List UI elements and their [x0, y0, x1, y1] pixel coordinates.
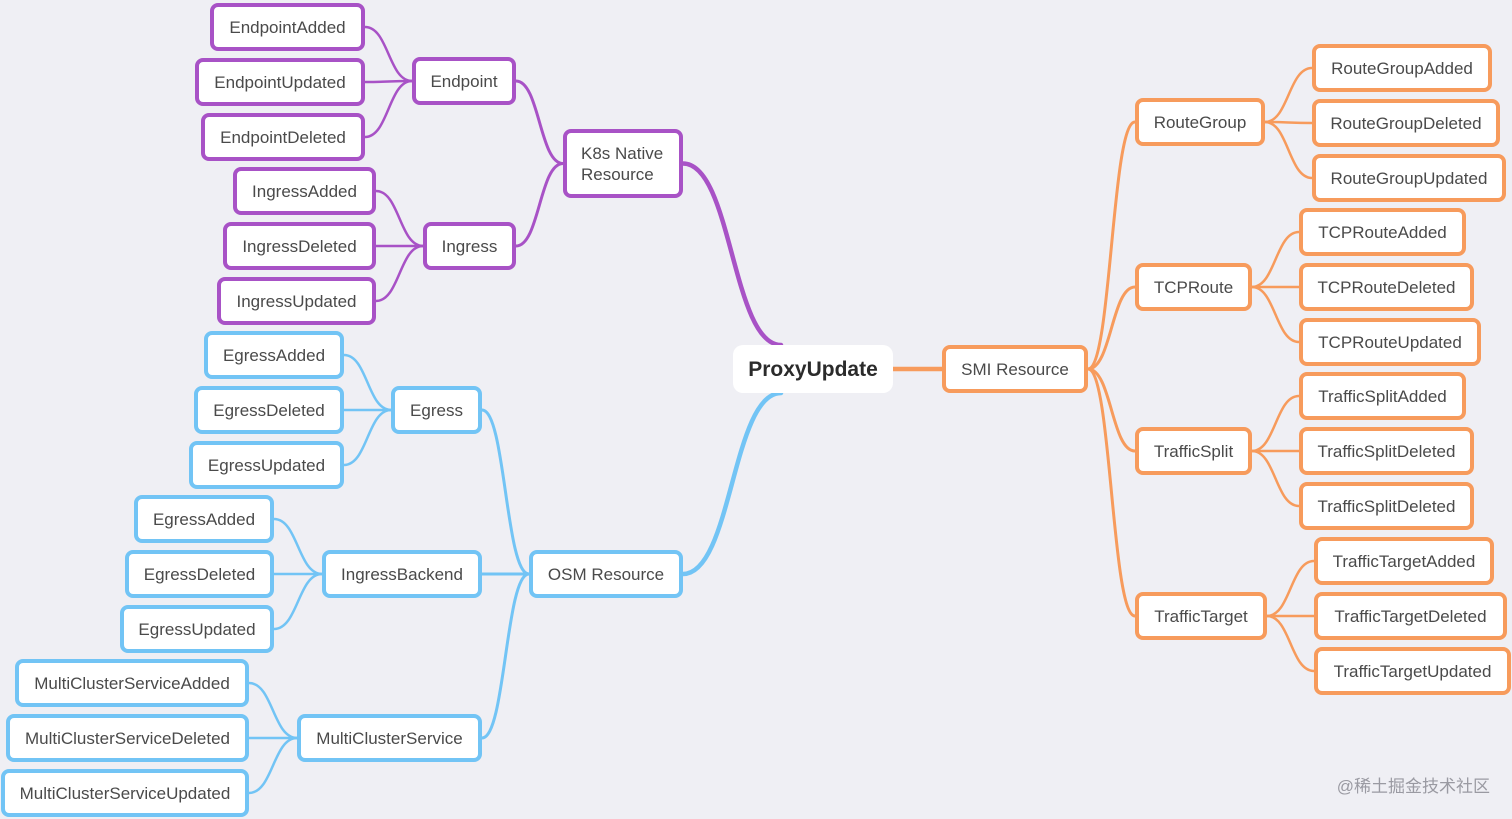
- node-multiclusterservice-updated[interactable]: MultiClusterServiceUpdated: [1, 769, 249, 817]
- node-traffictarget-deleted[interactable]: TrafficTargetDeleted: [1314, 592, 1507, 640]
- node-ingress[interactable]: Ingress: [423, 222, 516, 270]
- connector-node-egress-added: [342, 353, 393, 412]
- node-traffictarget[interactable]: TrafficTarget: [1135, 592, 1267, 640]
- node-multiclusterservice[interactable]: MultiClusterService: [297, 714, 482, 762]
- node-tcproute[interactable]: TCPRoute: [1135, 263, 1252, 311]
- node-egress-updated[interactable]: EgressUpdated: [189, 441, 344, 489]
- connector-node-routegroup-added: [1263, 66, 1314, 124]
- node-ingressbackend-egress-deleted[interactable]: EgressDeleted: [125, 550, 274, 598]
- node-multiclusterservice-deleted[interactable]: MultiClusterServiceDeleted: [6, 714, 249, 762]
- node-ingressbackend-egress-updated[interactable]: EgressUpdated: [120, 605, 274, 653]
- node-endpoint-updated[interactable]: EndpointUpdated: [195, 58, 365, 106]
- connector-node-ingress-added: [374, 189, 425, 248]
- node-tcproute-deleted[interactable]: TCPRouteDeleted: [1299, 263, 1474, 311]
- node-osm-resource[interactable]: OSM Resource: [529, 550, 683, 598]
- node-ingress-deleted[interactable]: IngressDeleted: [223, 222, 376, 270]
- connector-node-ingressbackend-egress-added: [272, 517, 324, 576]
- node-traffictarget-updated[interactable]: TrafficTargetUpdated: [1314, 647, 1511, 695]
- connector-node-egress-updated: [342, 408, 393, 467]
- node-smi-resource[interactable]: SMI Resource: [942, 345, 1088, 393]
- connector-node-trafficsplit: [1086, 367, 1137, 453]
- node-trafficsplit-deleted-1[interactable]: TrafficSplitDeleted: [1299, 427, 1474, 475]
- node-multiclusterservice-added[interactable]: MultiClusterServiceAdded: [15, 659, 249, 707]
- connector-node-trafficsplit-added: [1250, 394, 1301, 453]
- connector-node-multiclusterservice: [480, 572, 531, 740]
- connector-node-trafficsplit-deleted-2: [1250, 449, 1301, 508]
- node-routegroup-deleted[interactable]: RouteGroupDeleted: [1312, 99, 1500, 147]
- watermark: @稀土掘金技术社区: [1336, 777, 1490, 796]
- connector-node-ingress: [514, 162, 565, 248]
- connector-node-endpoint-added: [363, 25, 414, 83]
- node-egress-added[interactable]: EgressAdded: [204, 331, 344, 379]
- connector-node-ingress-updated: [374, 244, 425, 303]
- connector-node-multiclusterservice-updated: [247, 736, 299, 795]
- connector-node-traffictarget-added: [1265, 559, 1316, 618]
- node-trafficsplit-deleted-2[interactable]: TrafficSplitDeleted: [1299, 482, 1474, 530]
- node-ingress-updated[interactable]: IngressUpdated: [217, 277, 376, 325]
- connector-node-traffictarget: [1086, 367, 1137, 618]
- node-traffictarget-added[interactable]: TrafficTargetAdded: [1314, 537, 1494, 585]
- node-ingressbackend[interactable]: IngressBackend: [322, 550, 482, 598]
- node-ingress-added[interactable]: IngressAdded: [233, 167, 376, 215]
- connector-root-k8s: [680, 161, 784, 348]
- node-tcproute-updated[interactable]: TCPRouteUpdated: [1299, 318, 1481, 366]
- node-k8s-native-resource[interactable]: K8s Native Resource: [563, 129, 683, 198]
- node-endpoint-added[interactable]: EndpointAdded: [210, 3, 365, 51]
- node-routegroup-updated[interactable]: RouteGroupUpdated: [1312, 154, 1506, 202]
- connector-node-multiclusterservice-added: [247, 681, 299, 740]
- connector-root-osm: [680, 390, 784, 577]
- connector-node-traffictarget-updated: [1265, 614, 1316, 673]
- node-ingressbackend-egress-added[interactable]: EgressAdded: [134, 495, 274, 543]
- node-routegroup-added[interactable]: RouteGroupAdded: [1312, 44, 1492, 92]
- node-endpoint[interactable]: Endpoint: [412, 57, 516, 105]
- node-tcproute-added[interactable]: TCPRouteAdded: [1299, 208, 1466, 256]
- root-node-proxyupdate[interactable]: ProxyUpdate: [733, 345, 893, 393]
- connector-node-egress: [480, 408, 531, 576]
- connector-node-endpoint-deleted: [363, 79, 414, 139]
- connector-node-routegroup-updated: [1263, 120, 1314, 180]
- node-egress[interactable]: Egress: [391, 386, 482, 434]
- node-egress-deleted[interactable]: EgressDeleted: [194, 386, 344, 434]
- connector-node-tcproute-added: [1250, 230, 1301, 289]
- connector-node-routegroup: [1086, 120, 1137, 371]
- node-trafficsplit-added[interactable]: TrafficSplitAdded: [1299, 372, 1466, 420]
- connector-node-ingressbackend-egress-updated: [272, 572, 324, 631]
- node-trafficsplit[interactable]: TrafficSplit: [1135, 427, 1252, 475]
- connector-node-tcproute: [1086, 285, 1137, 371]
- connector-node-endpoint: [514, 79, 565, 165]
- node-routegroup[interactable]: RouteGroup: [1135, 98, 1265, 146]
- connector-node-tcproute-updated: [1250, 285, 1301, 344]
- node-endpoint-deleted[interactable]: EndpointDeleted: [201, 113, 365, 161]
